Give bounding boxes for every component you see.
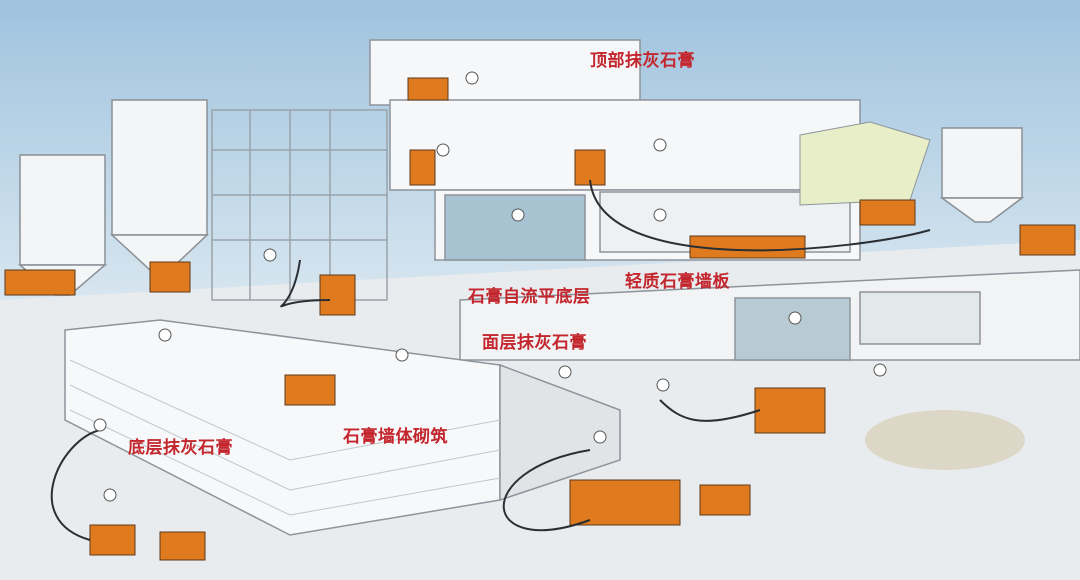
label-base-plaster: 底层抹灰石膏 — [128, 438, 233, 458]
silo-left — [17, 99, 209, 296]
label-wall-masonry: 石膏墙体砌筑 — [343, 427, 448, 447]
label-self-leveling: 石膏自流平底层 — [468, 287, 591, 307]
plastering-machines — [4, 77, 1076, 561]
building-lower — [64, 269, 1080, 536]
truck — [799, 121, 931, 206]
label-lightweight-board: 轻质石膏墙板 — [625, 272, 730, 292]
scaffold-frame — [211, 109, 388, 301]
silo-right — [939, 127, 1025, 223]
brick-lines — [69, 359, 501, 516]
label-top-plaster: 顶部抹灰石膏 — [590, 51, 695, 71]
label-surface-plaster: 面层抹灰石膏 — [482, 333, 587, 353]
plaster-spill — [865, 410, 1025, 470]
workers — [93, 71, 887, 502]
hoses — [50, 179, 931, 541]
